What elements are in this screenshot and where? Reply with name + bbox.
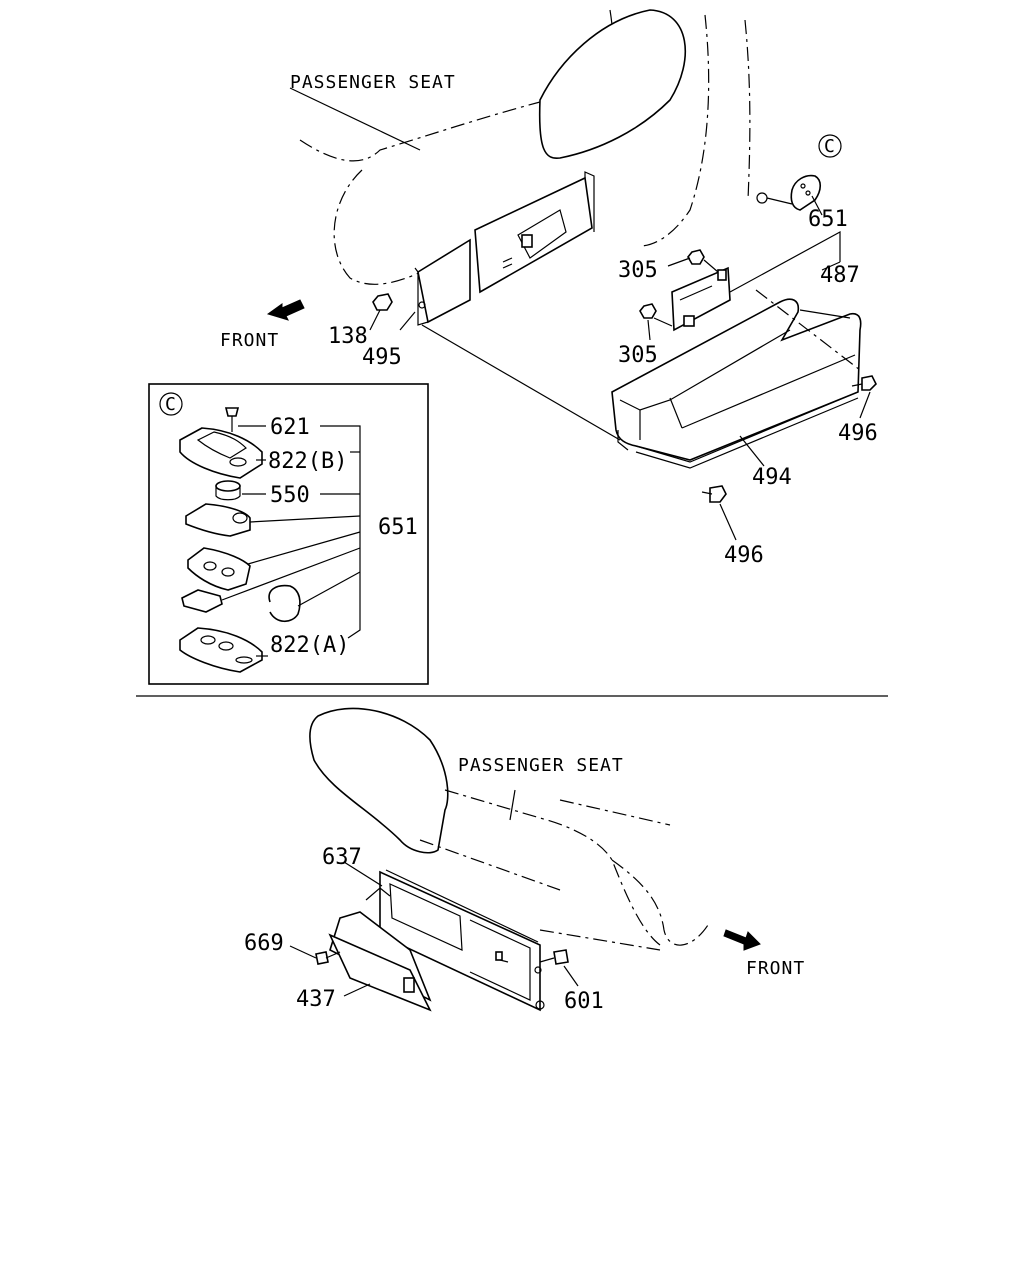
screw-601 — [539, 949, 569, 965]
front-arrow-upper-icon — [266, 299, 305, 321]
detail-c-letter: C — [165, 394, 177, 415]
callout-494: 494 — [752, 465, 792, 490]
detail-c-letter-upper: C — [824, 136, 836, 157]
board-651-b — [187, 547, 251, 591]
callout-601: 601 — [564, 989, 604, 1014]
detail-c-marker — [159, 392, 183, 416]
callout-138: 138 — [328, 324, 368, 349]
lower-view — [289, 707, 761, 1012]
upper-view — [266, 9, 877, 541]
cover-437 — [328, 887, 432, 1012]
callout-487: 487 — [820, 263, 860, 288]
lower-seat-outline — [444, 789, 661, 946]
lower-seat-back — [309, 707, 449, 854]
callout-822a: 822(A) — [270, 633, 349, 658]
callout-550: 550 — [270, 483, 310, 508]
callout-495: 495 — [362, 345, 402, 370]
case-822b — [179, 427, 263, 479]
screw-621 — [224, 407, 240, 432]
lower-front-label: FRONT — [746, 958, 805, 979]
callout-621: 621 — [270, 415, 310, 440]
remote-key-651 — [756, 174, 822, 211]
callout-651-upper: 651 — [808, 207, 848, 232]
callout-822b: 822(B) — [268, 449, 347, 474]
upper-seat-label: PASSENGER SEAT — [290, 72, 456, 93]
front-arrow-lower-icon — [723, 929, 761, 951]
bracket-637 — [379, 869, 545, 1012]
callout-496-lower: 496 — [724, 543, 764, 568]
callout-496-right: 496 — [838, 421, 878, 446]
bolt-496-lower — [701, 485, 727, 503]
callout-637: 637 — [322, 845, 362, 870]
bolt-496-right — [851, 375, 877, 391]
callout-437: 437 — [296, 987, 336, 1012]
screw-669 — [315, 951, 341, 965]
bracket-487 — [671, 266, 731, 332]
case-822a — [179, 627, 263, 673]
lower-seat-label: PASSENGER SEAT — [458, 755, 624, 776]
seat-bracket — [414, 171, 595, 326]
callout-651-detail: 651 — [378, 515, 418, 540]
board-651-a — [185, 503, 251, 537]
detail-c-box — [148, 383, 429, 685]
nut-305-top — [687, 249, 705, 265]
nut-305-bottom — [639, 303, 657, 319]
detail-c-marker-upper — [818, 134, 842, 158]
ring-651 — [268, 584, 301, 623]
console-box-494 — [611, 298, 862, 469]
upper-seat-outline — [299, 101, 541, 162]
board-651-c — [181, 589, 223, 613]
upper-front-label: FRONT — [220, 330, 279, 351]
nut-138 — [372, 293, 393, 311]
battery-550 — [215, 480, 241, 501]
callout-305-bottom: 305 — [618, 343, 658, 368]
callout-305-top: 305 — [618, 258, 658, 283]
callout-669: 669 — [244, 931, 284, 956]
seat-back-block — [538, 9, 687, 159]
